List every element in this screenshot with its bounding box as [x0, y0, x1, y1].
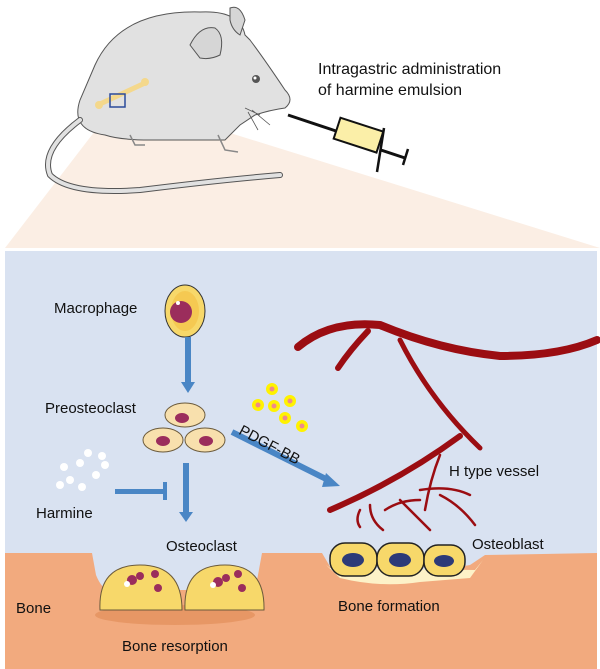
mouse-illustration: [45, 6, 291, 194]
osteoclast-cells: [99, 564, 265, 611]
title-line-1: Intragastric administration: [318, 61, 502, 78]
label-osteoblast: Osteoblast: [472, 536, 544, 553]
pdgf-bb-molecules: [252, 383, 308, 432]
inhibition-arrow: [115, 482, 167, 500]
label-macrophage: Macrophage: [54, 300, 138, 317]
title-line-2: of harmine emulsion: [318, 82, 463, 99]
h-type-vessel: [294, 320, 600, 532]
pdgf-arrow: [230, 429, 340, 487]
label-preosteoclast: Preosteoclast: [45, 400, 136, 417]
label-bone: Bone: [16, 600, 52, 617]
preosteoclast-cells: [142, 402, 226, 453]
label-bone-resorption: Bone resorption: [122, 638, 228, 655]
label-bone-formation: Bone formation: [338, 598, 440, 615]
arrow-differentiation-2: [179, 463, 193, 522]
macrophage-cell: [164, 284, 206, 338]
label-harmine: Harmine: [36, 505, 93, 522]
harmine-molecules: [56, 449, 109, 491]
label-osteoclast: Osteoclast: [166, 538, 237, 555]
syringe-icon: [287, 113, 410, 173]
osteoblast-cells: [329, 542, 466, 577]
label-h-type-vessel: H type vessel: [449, 463, 540, 480]
arrow-differentiation-1: [181, 337, 195, 393]
